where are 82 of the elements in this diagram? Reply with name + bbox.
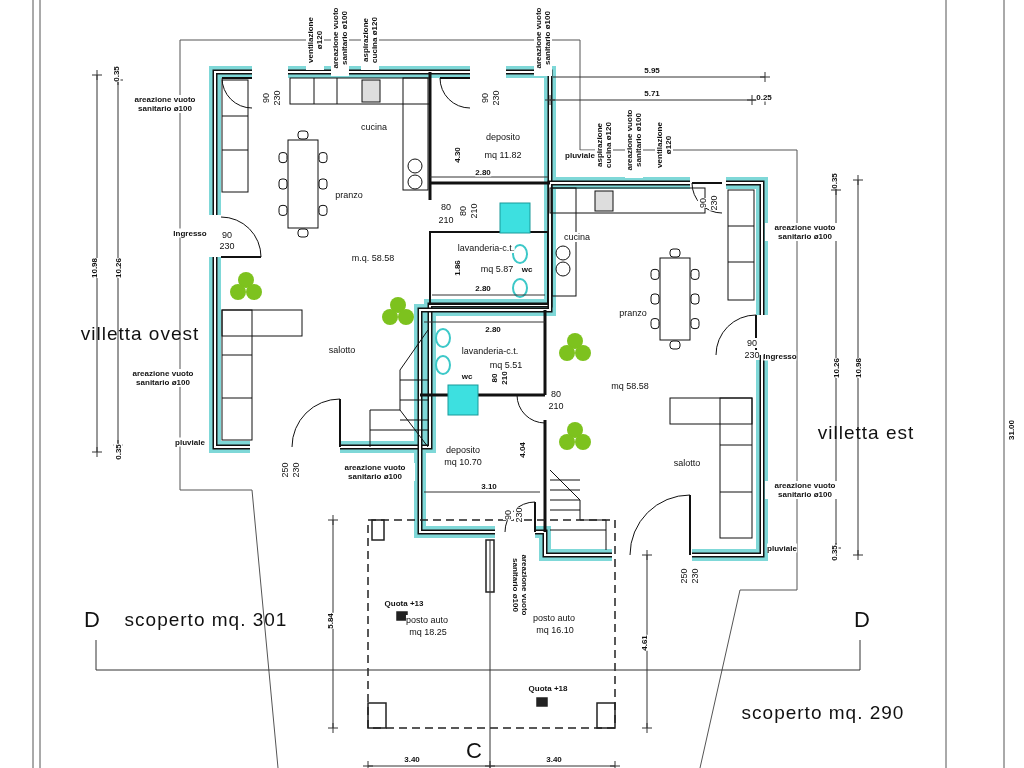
plan-annotation: pluviale: [175, 437, 205, 447]
plan-annotation: pluviale: [767, 543, 797, 553]
plan-annotation: cucina: [564, 232, 590, 242]
plan-annotation: pluviale: [565, 150, 595, 160]
plan-annotation: Ingresso: [763, 351, 797, 361]
plan-annotation: pranzo: [619, 308, 647, 318]
area-label: scoperto mq. 290: [741, 703, 905, 723]
plan-annotation: mq 58.58: [611, 381, 649, 391]
plan-annotation: 90: [480, 93, 490, 103]
plan-annotation: mq 5.87: [480, 264, 514, 274]
plan-annotation: 0.35: [111, 66, 121, 82]
plan-annotation: 230: [709, 195, 719, 211]
plan-annotation: 5.84: [325, 613, 335, 629]
plan-annotation: 230: [690, 568, 700, 584]
plan-annotation: 3.10: [481, 481, 497, 491]
plan-annotation: mq 5.51: [489, 360, 523, 370]
plan-annotation: 230: [272, 90, 282, 106]
plan-annotation: 80: [551, 389, 561, 399]
plan-annotation: m.q. 58.58: [351, 253, 395, 263]
plan-annotation: 3.40: [404, 754, 420, 764]
plan-annotation: mq 18.25: [409, 627, 447, 637]
plan-annotation: salotto: [673, 458, 701, 468]
plan-annotation: 0.35: [829, 545, 839, 561]
plan-annotation: 10.98: [853, 358, 863, 378]
plan-annotation: 80: [489, 373, 499, 383]
plan-annotation: deposito: [486, 132, 520, 142]
plan-annotation: mq 11.82: [484, 150, 522, 160]
area-label: D: [84, 609, 100, 631]
plan-annotation: pranzo: [335, 190, 363, 200]
plan-annotation: 2.80: [475, 283, 491, 293]
plan-annotation: 10.26: [113, 258, 123, 278]
plan-annotation: salotto: [328, 345, 356, 355]
plan-annotation: mq 10.70: [444, 457, 482, 467]
plan-annotation: 5.71: [644, 88, 660, 98]
area-label: villetta ovest: [80, 324, 200, 344]
plan-annotation: mq 16.10: [536, 625, 574, 635]
plan-annotation: 230: [744, 350, 760, 360]
plan-annotation: 2.80: [485, 324, 501, 334]
plan-annotation: 230: [491, 90, 501, 106]
plan-annotation: 230: [219, 241, 235, 251]
plan-annotation: 10.98: [89, 258, 99, 278]
plan-annotation: 250: [679, 568, 689, 584]
plan-annotation: 90: [503, 510, 513, 520]
plan-annotation: lavanderia-c.t.: [457, 243, 515, 253]
plan-annotation: 4.04: [517, 442, 527, 458]
plan-annotation: 90: [261, 93, 271, 103]
plan-annotation: 10.26: [831, 358, 841, 378]
plan-annotation: 31.00: [1006, 420, 1016, 440]
plan-annotation: Quota +18: [528, 683, 568, 693]
plan-annotation: posto auto: [533, 613, 575, 623]
plan-annotation: 3.40: [546, 754, 562, 764]
plan-annotation: lavanderia-c.t.: [461, 346, 519, 356]
plan-annotation: 210: [548, 401, 564, 411]
plan-annotation: 90: [698, 198, 708, 208]
plan-annotation: posto auto: [406, 615, 448, 625]
plan-annotation: Ingresso: [173, 228, 207, 238]
plan-annotation: 210: [499, 371, 509, 385]
plan-annotation: 0.35: [829, 173, 839, 189]
plan-annotation: 4.61: [639, 635, 649, 651]
plan-annotation: cucina: [361, 122, 387, 132]
plan-annotation: 230: [291, 462, 301, 478]
area-label: C: [466, 740, 482, 762]
plan-annotation: 230: [514, 507, 524, 523]
plan-annotation: 2.80: [475, 167, 491, 177]
area-label: villetta est: [817, 423, 915, 443]
plan-annotation: 210: [438, 215, 454, 225]
plan-annotation: 80: [441, 202, 451, 212]
plan-annotation: 0.25: [756, 92, 772, 102]
plan-annotation: 4.30: [452, 147, 462, 163]
plan-annotation: 250: [280, 462, 290, 478]
plan-annotation: areazione vuoto sanitario ø100: [534, 0, 552, 76]
plan-annotation: 210: [469, 203, 479, 219]
plan-annotation: 1.86: [452, 260, 462, 276]
plan-annotation: 80: [458, 206, 468, 216]
plan-annotation: 0.35: [113, 444, 123, 460]
area-label: D: [854, 609, 870, 631]
plan-annotation: 90: [222, 230, 232, 240]
area-label: scoperto mq. 301: [124, 610, 288, 630]
plan-annotation: deposito: [446, 445, 480, 455]
plan-annotation: Quota +13: [384, 598, 424, 608]
plan-annotation: 90: [747, 338, 757, 348]
plan-annotation: 5.95: [644, 65, 660, 75]
